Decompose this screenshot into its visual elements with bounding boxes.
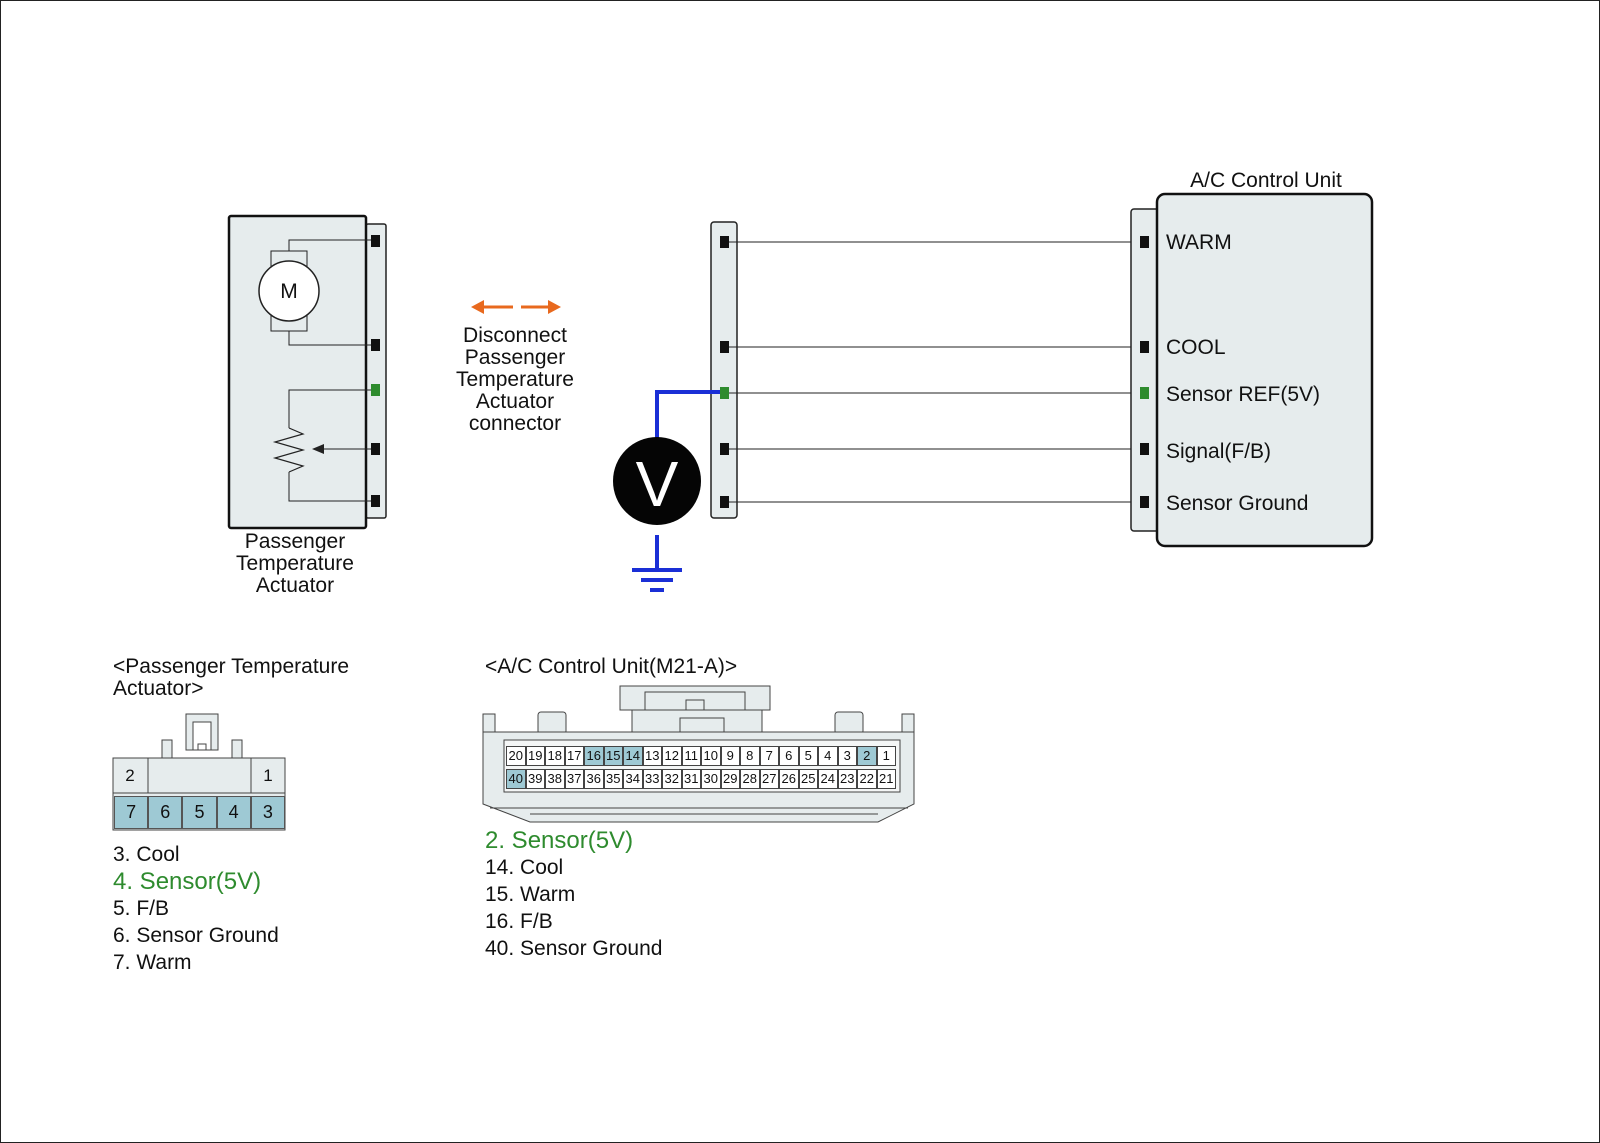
acu-pin-cell: 24 <box>818 769 838 789</box>
acu-pin-cell: 29 <box>720 769 740 789</box>
acu-pin-cell: 12 <box>662 746 682 766</box>
acu-pin-cell: 16 <box>584 746 604 766</box>
acu-pin-legend: 2. Sensor(5V)14. Cool 15. Warm 16. F/B 40. … <box>485 827 662 962</box>
acu-pin-cell: 13 <box>642 746 662 766</box>
acu-pin-label: Sensor Ground <box>1166 492 1308 515</box>
pin-legend-item: 3. Cool <box>113 843 180 866</box>
acu-pin-cell: 2 <box>857 746 877 766</box>
actuator-pin-cell: 2 <box>125 766 135 785</box>
acu-pin-cell: 20 <box>506 746 526 766</box>
acu-pin-cell: 21 <box>876 769 896 789</box>
acu-pin-cell: 34 <box>623 769 643 789</box>
acu-pin-cell: 17 <box>564 746 584 766</box>
acu-pin-cell: 4 <box>818 746 838 766</box>
pin-legend-item: 15. Warm <box>485 883 576 906</box>
acu-pin-cell: 31 <box>681 769 701 789</box>
wires <box>729 241 1140 503</box>
acu-pin-cell: 33 <box>642 769 662 789</box>
actuator-pin-cell: 6 <box>148 796 183 829</box>
voltmeter: V <box>613 390 720 592</box>
motor-symbol: M <box>280 280 298 303</box>
acu-pin-label: Sensor REF(5V) <box>1166 383 1320 406</box>
pin-legend-item: 14. Cool <box>485 856 564 879</box>
acu-pin-label: WARM <box>1166 231 1232 254</box>
acu-connector-title: <A/C Control Unit(M21-A)> <box>485 655 738 678</box>
acu-pin-cell: 6 <box>779 746 799 766</box>
acu-pin-cell: 28 <box>740 769 760 789</box>
acu-pin-cell: 26 <box>779 769 799 789</box>
pin-legend-item: 4. Sensor(5V) <box>113 868 262 895</box>
acu-pin-cell: 11 <box>681 746 701 766</box>
acu-pin-cell: 14 <box>623 746 643 766</box>
pin-legend-item: 6. Sensor Ground <box>113 924 279 947</box>
double-arrow-icon <box>471 300 561 314</box>
voltmeter-symbol: V <box>636 448 679 520</box>
actuator-pin-cell: 3 <box>250 796 285 829</box>
acu-pin-cell: 19 <box>525 746 545 766</box>
actuator-pin-cell: 1 <box>263 766 273 785</box>
acu-pin-cell: 30 <box>701 769 721 789</box>
acu-pin-cell: 8 <box>740 746 760 766</box>
pin-legend-item: 40. Sensor Ground <box>485 937 663 960</box>
acu-pin-cell: 35 <box>603 769 623 789</box>
acu-pin-label: Signal(F/B) <box>1166 440 1271 463</box>
pin-legend-item: 5. F/B <box>113 897 170 920</box>
acu-title: A/C Control Unit <box>1190 169 1342 192</box>
acu-pin-cell: 9 <box>720 746 740 766</box>
actuator-pin-cell: 4 <box>216 796 251 829</box>
acu-pin-cell: 27 <box>759 769 779 789</box>
acu-pin-cell: 5 <box>798 746 818 766</box>
acu-pin-cell: 3 <box>837 746 857 766</box>
acu-pin-cell: 7 <box>759 746 779 766</box>
acu-pin-cell: 38 <box>545 769 565 789</box>
acu-pin-cell: 1 <box>876 746 896 766</box>
pin-legend-item: 7. Warm <box>113 951 192 974</box>
harness-connector <box>710 221 738 519</box>
actuator-pin-cell: 7 <box>114 796 149 829</box>
acu-pin-cell: 18 <box>545 746 565 766</box>
actuator-component: M <box>227 214 387 530</box>
acu-pin-cell: 23 <box>837 769 857 789</box>
potentiometer-icon <box>272 389 375 502</box>
acu-pin-cell: 15 <box>603 746 623 766</box>
acu-pin-cell: 10 <box>701 746 721 766</box>
acu-component: A/C Control Unit WARM COOL Sensor REF(5V… <box>1130 169 1374 548</box>
actuator-pin-cell: 5 <box>182 796 217 829</box>
ground-icon <box>632 568 682 592</box>
acu-pin-cell: 25 <box>798 769 818 789</box>
acu-pin-cell: 36 <box>584 769 604 789</box>
acu-pin-cell: 39 <box>525 769 545 789</box>
acu-pin-cell: 40 <box>506 769 526 789</box>
pin-legend-item: 2. Sensor(5V) <box>485 827 634 854</box>
pin-legend-item: 16. F/B <box>485 910 553 933</box>
acu-pin-cell: 37 <box>564 769 584 789</box>
acu-pin-cell: 32 <box>662 769 682 789</box>
acu-pin-label: COOL <box>1166 336 1226 359</box>
acu-pin-cell: 22 <box>857 769 877 789</box>
